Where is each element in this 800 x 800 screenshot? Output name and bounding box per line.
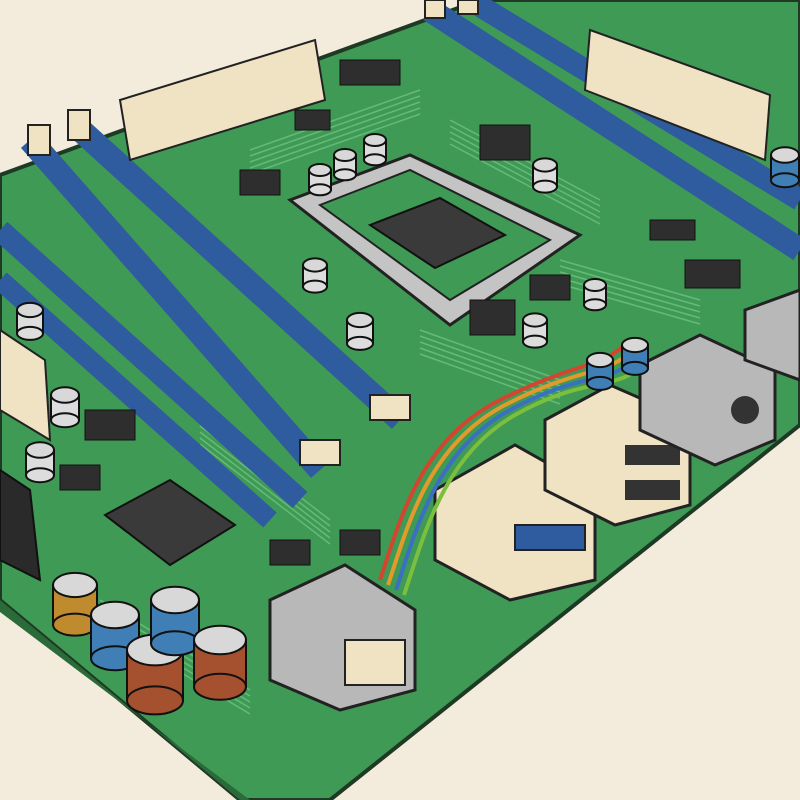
chip — [269, 539, 311, 566]
chip — [529, 274, 571, 301]
trace — [249, 107, 421, 169]
chipset — [103, 478, 237, 567]
cpu-socket — [286, 153, 583, 327]
capacitors — [16, 132, 800, 716]
audio-port — [638, 333, 777, 467]
trace — [559, 271, 701, 313]
chip — [469, 299, 516, 336]
chip — [649, 219, 696, 241]
trace — [449, 131, 601, 213]
trace — [559, 259, 701, 301]
capacitor-icon — [586, 351, 614, 391]
chip — [479, 124, 531, 161]
power-connector-right — [583, 28, 772, 162]
chip — [339, 59, 401, 86]
small-chips — [59, 59, 741, 566]
trace — [449, 137, 601, 219]
trace — [449, 143, 601, 225]
capacitor-icon — [25, 441, 55, 484]
chip — [239, 169, 281, 196]
trace — [419, 329, 561, 381]
capacitor-icon — [302, 257, 328, 294]
capacitor-icon — [621, 336, 649, 376]
chip — [684, 259, 741, 289]
capacitor-icon — [333, 147, 357, 182]
port-edge — [743, 288, 800, 382]
io-header-left — [0, 328, 52, 582]
capacitor-icon — [50, 386, 80, 429]
ram-slots-left — [0, 116, 409, 528]
ethernet-port-icon — [268, 563, 417, 712]
trace — [199, 437, 331, 539]
chip — [294, 109, 331, 131]
trace — [249, 113, 421, 175]
capacitor-icon — [583, 277, 607, 312]
chip — [59, 464, 101, 491]
capacitor-icon — [308, 162, 332, 197]
capacitor-icon — [532, 157, 558, 194]
ram-latches — [27, 0, 479, 466]
capacitor-icon — [16, 301, 44, 341]
capacitor-icon — [363, 132, 387, 167]
trace — [249, 89, 421, 151]
trace — [249, 101, 421, 163]
trace — [249, 95, 421, 157]
trace — [449, 125, 601, 207]
capacitor-icon — [150, 585, 200, 657]
trace — [559, 265, 701, 307]
capacitor-icon — [52, 571, 98, 637]
chip — [339, 529, 381, 556]
trace — [199, 443, 331, 545]
trace — [419, 335, 561, 387]
power-connector-top — [118, 38, 327, 162]
cpu-icon — [367, 196, 508, 270]
chip — [84, 409, 136, 441]
capacitor-icon — [193, 624, 247, 701]
capacitor-icon — [346, 311, 374, 351]
ports — [268, 288, 800, 712]
capacitor-icon — [522, 312, 548, 349]
capacitor-icon — [770, 146, 800, 189]
